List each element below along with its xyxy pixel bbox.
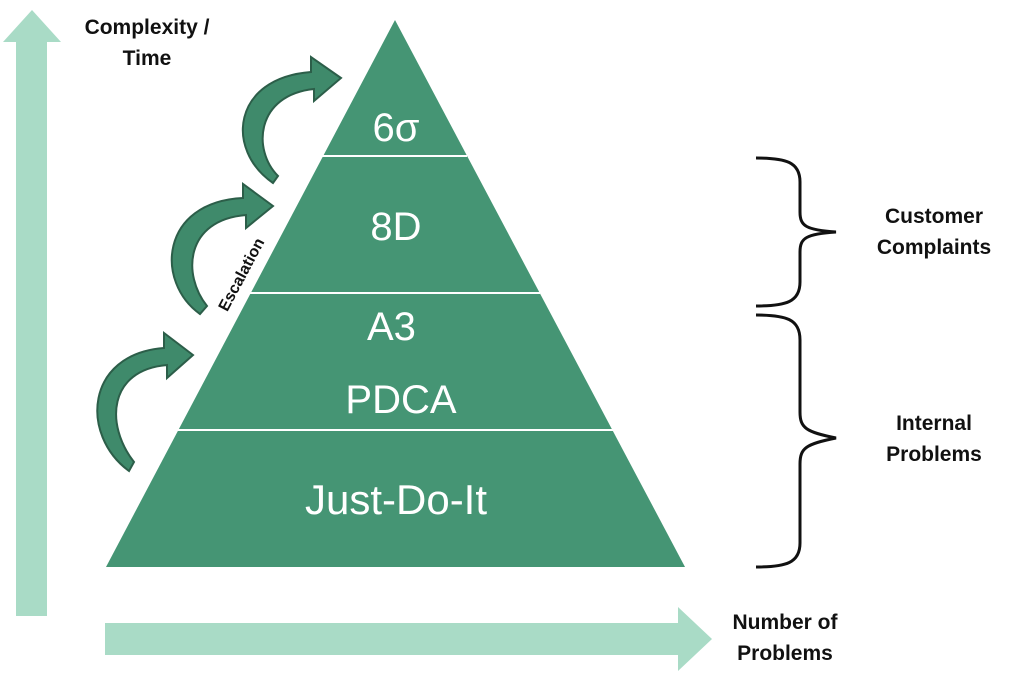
bracket-customer-complaints	[755, 156, 837, 308]
bracket-label-internal-problems: Internal Problems	[886, 412, 982, 466]
x-axis-arrow	[105, 607, 712, 671]
level-label-just-do-it: Just-Do-It	[305, 476, 487, 523]
level-label-a3-pdca: A3 PDCA	[345, 305, 456, 422]
level-label-8d: 8D	[370, 205, 421, 249]
level-label-6sigma: 6σ	[373, 106, 420, 150]
bracket-label-customer-complaints: Customer Complaints	[876, 205, 992, 259]
y-axis-arrow	[3, 10, 61, 616]
curved-arrow-top	[241, 55, 343, 185]
x-axis-label: Number of Problems	[732, 611, 838, 665]
bracket-internal-problems	[755, 313, 837, 569]
curved-arrow-middle	[170, 182, 275, 316]
y-axis-label: Complexity / Time	[84, 16, 210, 70]
curved-arrow-bottom	[96, 330, 195, 473]
